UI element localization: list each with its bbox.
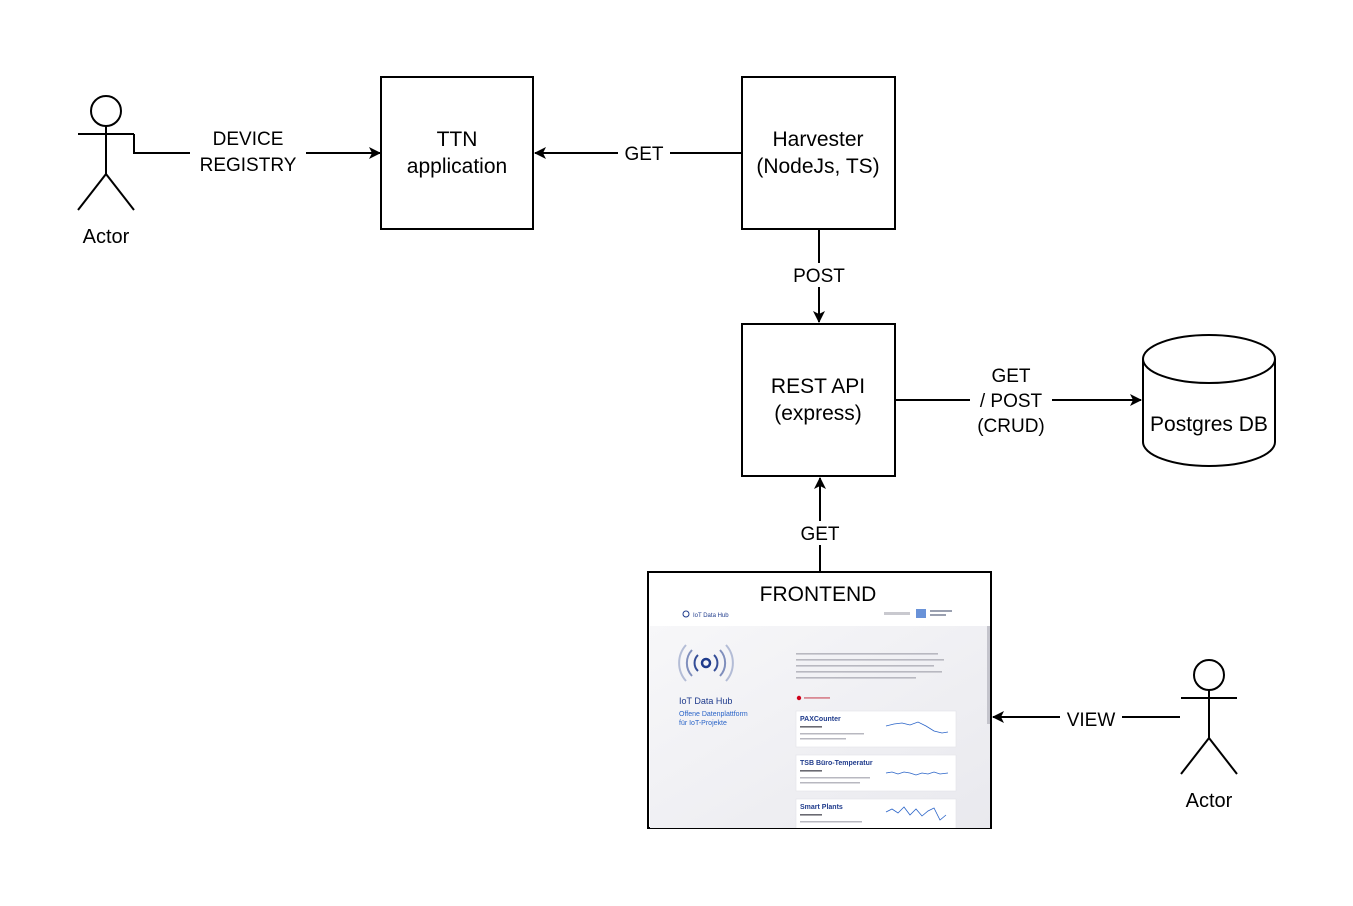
screenshot-hero-logo xyxy=(678,644,734,682)
screenshot-header: IoT Data Hub xyxy=(682,609,952,619)
harvester-box: Harvester (NodeJs, TS) xyxy=(741,76,896,230)
edge-get-frontend: GET xyxy=(794,477,846,572)
edge-get-ttn: GET xyxy=(534,141,742,165)
edge-label-view: VIEW xyxy=(1067,710,1116,731)
screenshot-hero-subtitle-1: Offene Datenplattform xyxy=(679,711,748,718)
screenshot-card-title: PAXCounter xyxy=(800,716,841,723)
ttn-application-box: TTN application xyxy=(380,76,534,230)
screenshot-hero-title: IoT Data Hub xyxy=(679,696,732,706)
frontend-label: FRONTEND xyxy=(760,583,877,606)
rest-api-box: REST API (express) xyxy=(741,323,896,477)
actor-left-label: Actor xyxy=(83,226,130,248)
edge-label-get-ttn: GET xyxy=(624,144,663,165)
screenshot-brand: IoT Data Hub xyxy=(693,613,729,619)
screenshot-card-title: Smart Plants xyxy=(800,804,843,811)
edge-label-crud: (CRUD) xyxy=(977,416,1045,437)
screenshot-card-smart-plants: Smart Plants xyxy=(795,798,957,828)
harvester-label-line2: (NodeJs, TS) xyxy=(756,155,879,178)
edge-label-post: POST xyxy=(793,266,845,287)
edge-label-crud-get: GET xyxy=(991,366,1030,387)
edge-device-registry: DEVICE REGISTRY xyxy=(133,124,381,178)
ttn-label-line1: TTN xyxy=(437,128,478,151)
frontend-box: FRONTEND IoT Data Hub xyxy=(647,571,992,829)
actor-right-label: Actor xyxy=(1186,790,1233,812)
screenshot-hero-subtitle-2: für IoT-Projekte xyxy=(679,720,727,727)
harvester-label-line1: Harvester xyxy=(772,128,863,151)
edge-label-crud-post: / POST xyxy=(980,391,1043,412)
ttn-label-line2: application xyxy=(407,155,507,178)
edge-label-registry: REGISTRY xyxy=(200,155,297,176)
actor-right: Actor xyxy=(1180,659,1238,812)
screenshot-card-temperatur: TSB Büro-Temperatur xyxy=(795,754,957,792)
edge-label-device: DEVICE xyxy=(213,129,284,150)
actor-left: Actor xyxy=(77,95,135,248)
brand-icon xyxy=(682,610,690,618)
screenshot-card-title: TSB Büro-Temperatur xyxy=(800,760,873,767)
edge-label-get-frontend: GET xyxy=(800,524,839,545)
frontend-screenshot: IoT Data Hub IoT Data Hub Offene Datenpl… xyxy=(650,605,990,828)
postgres-db-cylinder: Postgres DB xyxy=(1142,334,1276,467)
screenshot-scrollbar xyxy=(987,626,990,724)
screenshot-intro-text xyxy=(796,653,944,679)
screenshot-card-paxcounter: PAXCounter xyxy=(795,710,957,748)
rest-label-line2: (express) xyxy=(774,402,862,425)
edge-view: VIEW xyxy=(992,705,1180,731)
rest-label-line1: REST API xyxy=(771,375,865,398)
edge-post: POST xyxy=(786,229,852,323)
screenshot-status-dot xyxy=(796,695,802,701)
edge-crud: GET / POST (CRUD) xyxy=(895,364,1142,438)
db-label: Postgres DB xyxy=(1150,413,1268,436)
